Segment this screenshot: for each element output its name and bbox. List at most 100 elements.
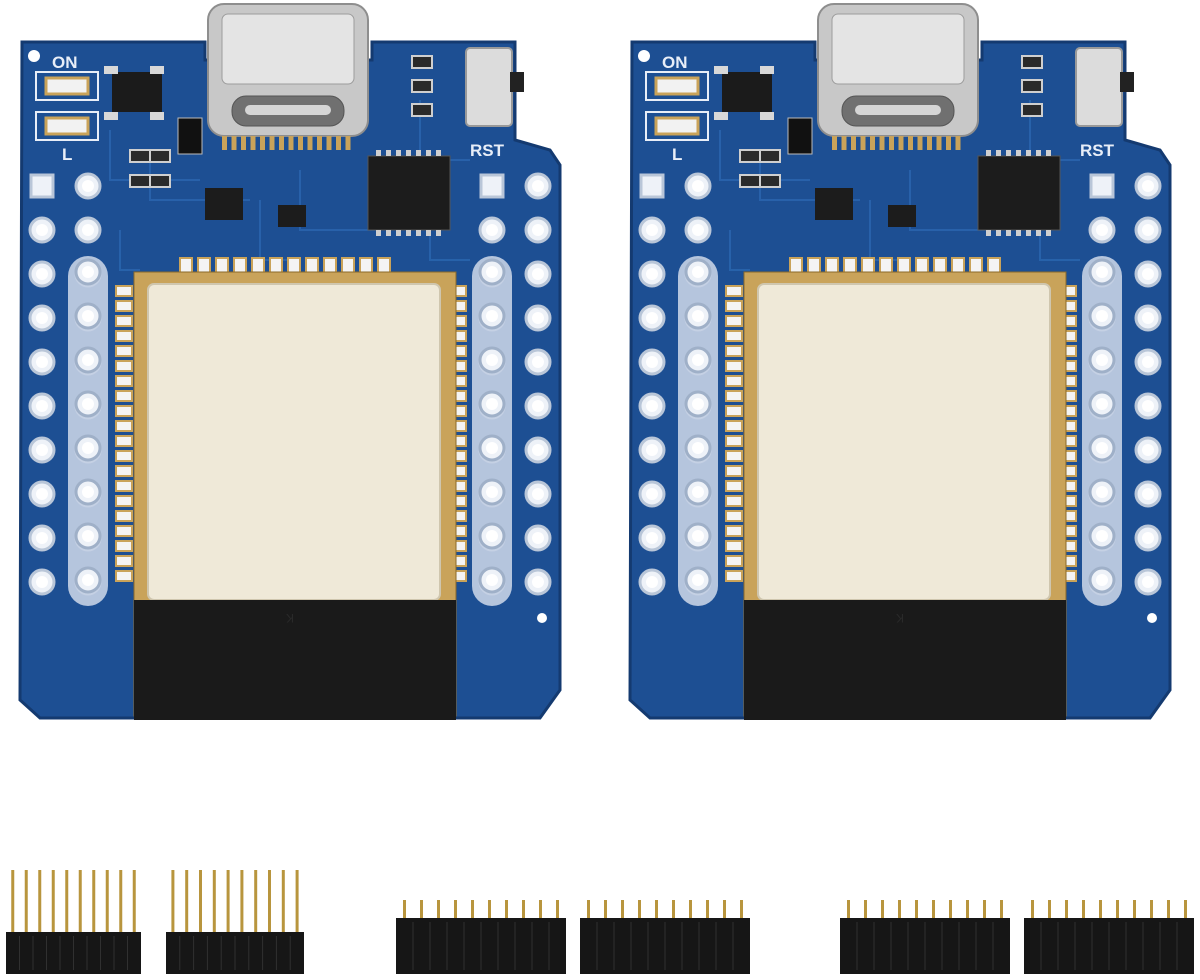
led-l-outline — [35, 111, 99, 141]
usb-pin — [269, 136, 275, 150]
on-led-outline — [645, 71, 709, 101]
reset-label: RST — [470, 141, 505, 160]
usb-pin — [955, 136, 961, 150]
header-pin — [522, 900, 525, 922]
pin-hole-center — [692, 266, 704, 278]
smd-component — [149, 174, 171, 188]
usb-pin — [307, 136, 313, 150]
square-pin-hole — [479, 173, 505, 199]
header-pin — [655, 900, 658, 922]
pin-hole-center — [1142, 180, 1154, 192]
pin-hole-center — [82, 224, 94, 236]
module-pad — [115, 555, 133, 567]
smd-component — [411, 79, 433, 93]
module-pad — [725, 540, 743, 552]
module-pad — [115, 450, 133, 462]
module-pad — [725, 375, 743, 387]
smd-component — [411, 103, 433, 117]
module-pad — [115, 420, 133, 432]
header-strip-male-long-pin — [166, 870, 304, 974]
usb-pin — [889, 136, 894, 150]
pin-hole-center — [692, 530, 704, 542]
pin-hole-center — [486, 398, 498, 410]
inner-pin-strip-left — [678, 256, 718, 606]
module-pad — [115, 300, 133, 312]
header-pin — [454, 900, 457, 922]
smd-component — [888, 205, 916, 227]
regulator-pin — [104, 66, 118, 74]
header-pin — [295, 870, 299, 934]
status-led — [44, 116, 90, 136]
module-pad — [115, 375, 133, 387]
on-led-label: ON — [662, 53, 688, 72]
pin-hole-center — [646, 312, 658, 324]
header-pin — [1167, 900, 1170, 922]
regulator-pin — [104, 112, 118, 120]
pin-hole-center — [486, 354, 498, 366]
pin-hole-center — [692, 180, 704, 192]
module-pad — [115, 495, 133, 507]
smd-component — [1021, 79, 1043, 93]
voltage-regulator — [112, 72, 162, 112]
led-l-outline — [645, 111, 709, 141]
header-pin — [38, 870, 42, 934]
smd-component — [411, 55, 433, 69]
module-pad — [725, 390, 743, 402]
pin-hole-center — [1096, 574, 1108, 586]
usb-pin — [860, 136, 866, 150]
chip-pin — [406, 150, 411, 156]
usb-pin — [917, 136, 923, 150]
square-pin-hole — [1089, 173, 1115, 199]
header-pin — [1099, 900, 1102, 922]
chip-pin — [406, 230, 411, 236]
led-l-label: L — [672, 145, 682, 164]
header-pin — [132, 870, 136, 934]
smd-component — [1021, 55, 1043, 69]
pin-hole-center — [692, 486, 704, 498]
usb-serial-chip — [977, 155, 1061, 231]
module-pad — [725, 315, 743, 327]
usb-pin — [898, 136, 904, 150]
header-pin — [1065, 900, 1068, 922]
header-pin — [437, 900, 440, 922]
usb-pin — [298, 136, 303, 150]
pin-hole-center — [1142, 400, 1154, 412]
chip-pin — [376, 150, 381, 156]
mounting-hole — [638, 50, 650, 62]
header-pin — [471, 900, 474, 922]
chip-pin — [1026, 150, 1031, 156]
pin-hole-center — [1096, 310, 1108, 322]
header-pin — [1150, 900, 1153, 922]
inner-pin-strip-right — [1082, 256, 1122, 606]
usb-pin — [936, 136, 942, 150]
chip-pin — [386, 150, 391, 156]
pin-hole-center — [82, 180, 94, 192]
header-pin — [105, 870, 109, 934]
pin-hole-center — [532, 180, 544, 192]
regulator-pin — [760, 112, 774, 120]
pin-hole-center — [646, 400, 658, 412]
on-led-label: ON — [52, 53, 78, 72]
module-pad — [725, 465, 743, 477]
usb-pin — [946, 136, 951, 150]
header-pin — [78, 870, 82, 934]
module-pad — [725, 330, 743, 342]
pin-hole-center — [486, 266, 498, 278]
header-pin — [539, 900, 542, 922]
header-pin — [898, 900, 901, 922]
header-pin — [199, 870, 202, 934]
pin-hole-center — [1096, 442, 1108, 454]
usb-c-tongue — [855, 105, 941, 115]
module-pad — [115, 480, 133, 492]
usb-pin — [832, 136, 837, 150]
usb-pin — [345, 136, 351, 150]
chip-pin — [436, 150, 441, 156]
pin-hole-center — [1096, 224, 1108, 236]
module-antenna — [134, 600, 456, 720]
header-pin — [740, 900, 743, 922]
smd-component — [1021, 103, 1043, 117]
header-pin — [92, 870, 96, 934]
